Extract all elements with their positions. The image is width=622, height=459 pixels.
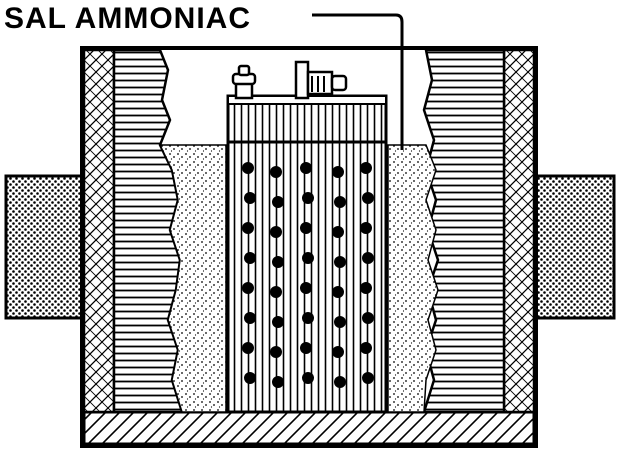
cylinder-hole <box>302 312 314 324</box>
cylinder-hole <box>270 226 282 238</box>
cylinder-hole <box>332 226 344 238</box>
left-terminal-post <box>231 64 257 100</box>
cylinder-hole <box>334 316 346 328</box>
porous-cylinder <box>226 138 388 414</box>
cylinder-hole <box>242 342 254 354</box>
cylinder-hole <box>272 376 284 388</box>
cylinder-hole <box>362 372 374 384</box>
cylinder-hole <box>362 192 374 204</box>
base-board <box>82 410 536 446</box>
cylinder-hole <box>244 252 256 264</box>
cylinder-hole <box>270 346 282 358</box>
cylinder-hole <box>360 342 372 354</box>
cylinder-hole <box>244 372 256 384</box>
cylinder-hole <box>360 282 372 294</box>
cylinder-holes <box>242 162 374 388</box>
cylinder-hole <box>272 316 284 328</box>
sal-ammoniac-filling-right <box>387 144 439 413</box>
cylinder-hole <box>362 312 374 324</box>
sal-ammoniac-filling <box>158 144 227 413</box>
cylinder-hole <box>300 222 312 234</box>
right-terminal-post <box>294 60 348 100</box>
cylinder-hole <box>332 346 344 358</box>
right-wood-panel <box>422 48 506 414</box>
cylinder-hole <box>242 282 254 294</box>
cylinder-hole <box>300 342 312 354</box>
cylinder-hole <box>300 162 312 174</box>
cylinder-hole <box>332 286 344 298</box>
cylinder-hole <box>270 286 282 298</box>
left-wall <box>82 48 116 414</box>
label-leader-line <box>312 13 404 150</box>
right-side-block <box>532 174 616 320</box>
cylinder-hole <box>272 256 284 268</box>
cylinder-hole <box>302 192 314 204</box>
cylinder-hole <box>242 162 254 174</box>
cylinder-hole <box>272 196 284 208</box>
cylinder-hole <box>334 256 346 268</box>
right-wall <box>502 48 536 414</box>
cylinder-hole <box>302 372 314 384</box>
cylinder-hole <box>244 312 256 324</box>
cylinder-hole <box>334 196 346 208</box>
cylinder-hole <box>334 376 346 388</box>
sal-ammoniac-label: SAL AMMONIAC <box>4 2 251 35</box>
cylinder-hole <box>270 166 282 178</box>
cylinder-hole <box>300 282 312 294</box>
cylinder-hole <box>362 252 374 264</box>
cylinder-hole <box>302 252 314 264</box>
cylinder-hole <box>244 192 256 204</box>
cylinder-hole <box>360 222 372 234</box>
cylinder-hole <box>242 222 254 234</box>
cylinder-hole <box>332 166 344 178</box>
cylinder-hole <box>360 162 372 174</box>
left-side-block <box>4 174 88 320</box>
